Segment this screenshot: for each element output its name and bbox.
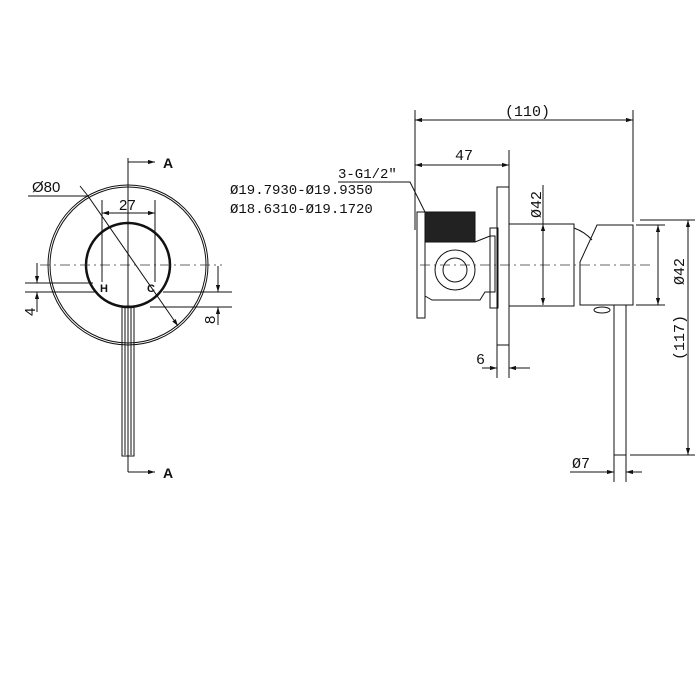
hot-label: H xyxy=(100,283,108,295)
tolerance-1-label: Ø19.7930-Ø19.9350 xyxy=(230,183,373,199)
valve-lower-flange xyxy=(417,296,426,319)
body-diameter-label: Ø42 xyxy=(529,191,546,218)
valve-port-outer xyxy=(434,249,476,291)
overall-height-label: (117) xyxy=(672,315,689,360)
plate-thickness-label: 6 xyxy=(476,352,485,369)
outer-diameter-label: Ø80 xyxy=(32,179,60,196)
section-label-top: A xyxy=(163,155,173,171)
side-view: (110) 47 3-G1/2" Ø19.7930-Ø19.9350 Ø18.6… xyxy=(230,104,695,482)
thread-spec-label: 3-G1/2" xyxy=(338,167,397,183)
handle-block xyxy=(579,224,634,306)
offset-large-label: 8 xyxy=(202,316,219,324)
body-to-handle-transition xyxy=(573,227,593,241)
section-label-bottom: A xyxy=(163,465,173,481)
cold-label: C xyxy=(147,283,155,295)
handle-diameter-label: Ø42 xyxy=(672,258,689,285)
valve-cartridge-outline xyxy=(424,235,496,301)
thread-spec-leader xyxy=(338,181,429,219)
inlet-depth-label: 47 xyxy=(455,148,473,165)
outer-diameter-arrow-tick xyxy=(79,185,89,197)
hole-spacing-label: 27 xyxy=(119,197,136,214)
wall-plate xyxy=(496,186,510,346)
tolerance-2-label: Ø18.6310-Ø19.1720 xyxy=(230,202,373,218)
overall-depth-label: (110) xyxy=(505,104,550,121)
valve-port-inner xyxy=(442,257,468,283)
front-view: A A Ø80 27 H C 4 8 xyxy=(22,155,232,481)
lever-pivot xyxy=(593,306,611,314)
thread-section xyxy=(424,211,476,243)
offset-small-label: 4 xyxy=(22,308,39,316)
lever-diameter-label: Ø7 xyxy=(572,456,590,473)
side-lever xyxy=(613,304,627,456)
valve-collar xyxy=(489,227,499,309)
